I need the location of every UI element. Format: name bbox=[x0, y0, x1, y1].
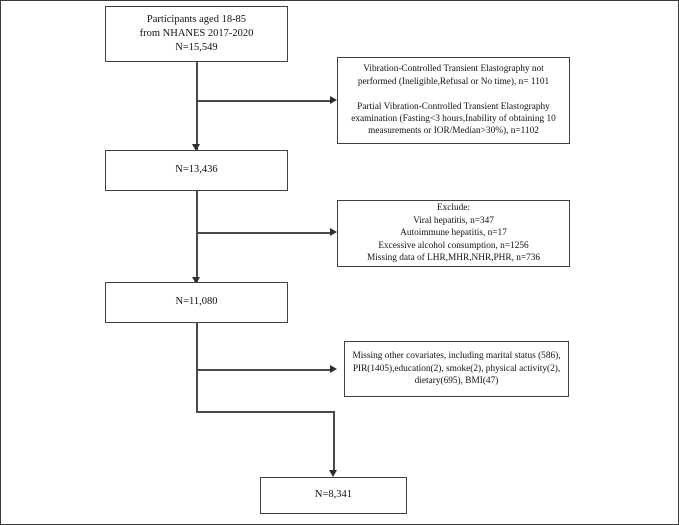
arrow-into-count1 bbox=[192, 144, 200, 151]
connector-elbow-to-final bbox=[196, 411, 335, 413]
connector-branch-to-exclude1 bbox=[196, 100, 332, 102]
arrow-into-exclude2 bbox=[330, 228, 337, 236]
arrow-into-count2 bbox=[192, 277, 200, 284]
connector-trunk-count1-to-count2 bbox=[196, 191, 198, 283]
node-exclude-3: Missing other covariates, including mari… bbox=[344, 341, 569, 397]
connector-branch-to-exclude3 bbox=[196, 369, 332, 371]
node-count-2-label: N=11,080 bbox=[175, 296, 218, 308]
node-count-2: N=11,080 bbox=[105, 282, 288, 323]
arrow-into-exclude3 bbox=[330, 365, 337, 373]
node-exclude-3-label: Missing other covariates, including mari… bbox=[352, 351, 561, 387]
node-final: N=8,341 bbox=[260, 477, 407, 514]
node-exclude-1-label: Vibration-Controlled Transient Elastogra… bbox=[351, 64, 556, 137]
connector-trunk-count2-down bbox=[196, 323, 198, 413]
node-exclude-1: Vibration-Controlled Transient Elastogra… bbox=[337, 57, 570, 144]
node-final-label: N=8,341 bbox=[314, 489, 353, 501]
node-start-label: Participants aged 18-85 from NHANES 2017… bbox=[139, 13, 254, 54]
node-start: Participants aged 18-85 from NHANES 2017… bbox=[105, 6, 288, 62]
arrow-into-exclude1 bbox=[330, 96, 337, 104]
connector-trunk-down-to-final bbox=[333, 411, 335, 473]
arrow-into-final bbox=[329, 470, 337, 477]
connector-branch-to-exclude2 bbox=[196, 232, 332, 234]
connector-trunk-start-to-count1 bbox=[196, 62, 198, 150]
node-count-1-label: N=13,436 bbox=[175, 164, 218, 176]
node-count-1: N=13,436 bbox=[105, 150, 288, 191]
node-exclude-2-label: Exclude: Viral hepatitis, n=347 Autoimmu… bbox=[366, 203, 541, 264]
node-exclude-2: Exclude: Viral hepatitis, n=347 Autoimmu… bbox=[337, 200, 570, 267]
